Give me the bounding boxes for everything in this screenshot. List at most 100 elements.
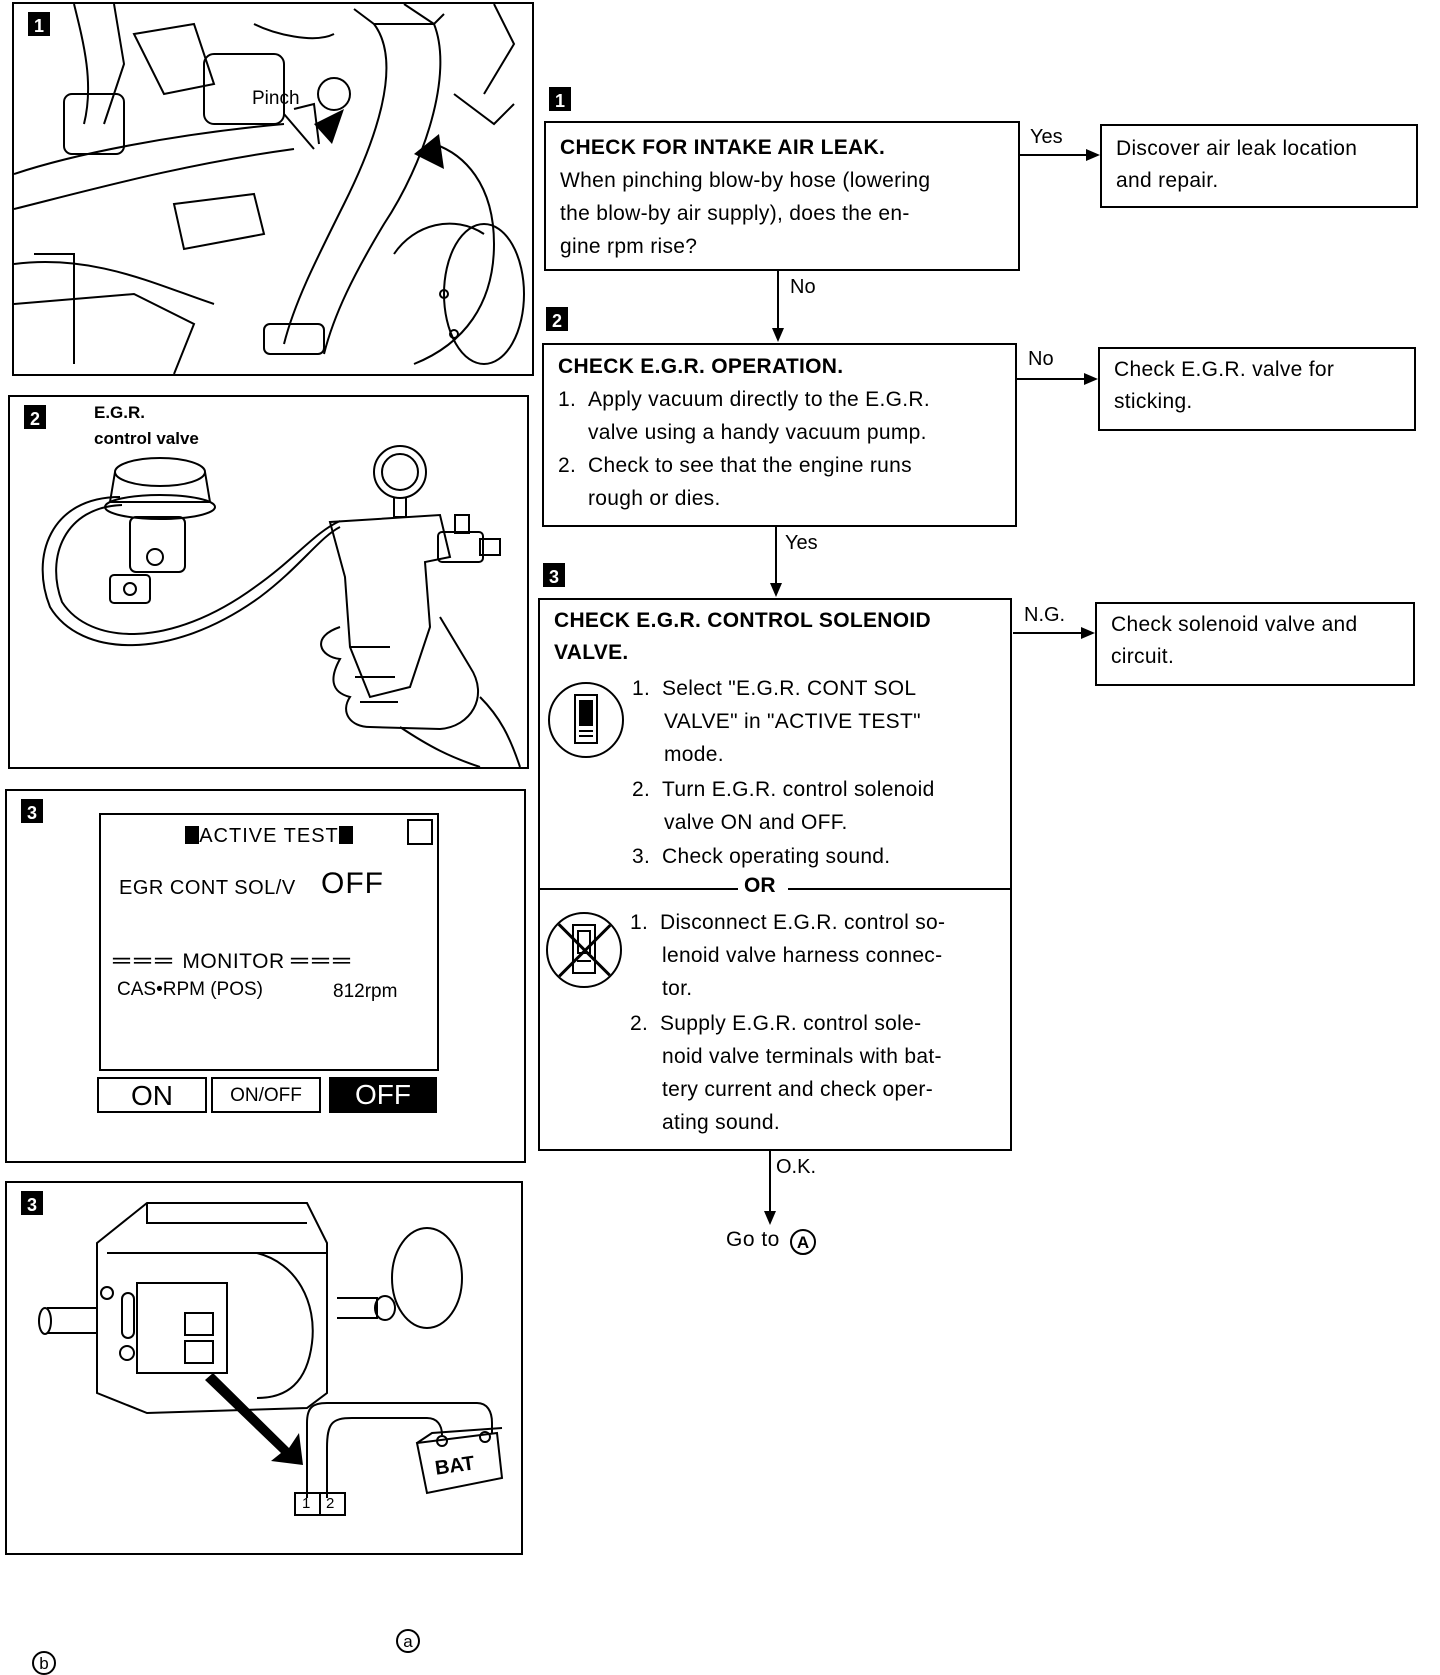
- step-badge: 2: [24, 405, 46, 429]
- step-badge: 3: [21, 1191, 43, 1215]
- illustration-panel-2: 2 E.G.R. control valve: [8, 395, 529, 769]
- egr-op-item2-line2: rough or dies.: [588, 487, 721, 510]
- or-divider-right: [788, 888, 1012, 890]
- title-marker-right: [338, 826, 353, 844]
- box3-ok-label: O.K.: [776, 1156, 817, 1178]
- pinch-label: Pinch: [252, 88, 300, 109]
- or-divider-left: [540, 888, 738, 890]
- egr-op-item2-line1: 2.Check to see that the engine runs: [558, 454, 912, 477]
- box1-no-label: No: [790, 276, 816, 298]
- arrow-ok-3: [764, 1211, 776, 1225]
- egr-valve-label-line1: E.G.R.: [94, 403, 146, 422]
- disconnected-consult-icon: [546, 912, 622, 988]
- box1-yes-label: Yes: [1030, 126, 1063, 148]
- title-marker-left: [185, 826, 200, 844]
- button-row: ON ON/OFF OFF: [97, 1077, 437, 1115]
- monitor-row: ═══ MONITOR ═══: [113, 947, 354, 974]
- part-a-item1-line2: VALVE" in "ACTIVE TEST": [664, 710, 921, 733]
- check-egr-operation-box: CHECK E.G.R. OPERATION. 1.Apply vacuum d…: [542, 343, 1017, 527]
- consult-tool-icon: [548, 682, 624, 758]
- terminal-2-label: 2: [326, 1495, 335, 1512]
- egr-valve-sticking-box: Check E.G.R. valve for sticking.: [1098, 347, 1416, 431]
- on-off-button[interactable]: ON/OFF: [211, 1077, 321, 1113]
- pinch-arrow-1: [314, 109, 344, 144]
- check-solenoid-box: CHECK E.G.R. CONTROL SOLENOID VALVE. 1.S…: [538, 598, 1012, 1151]
- part-a-item1-line3: mode.: [664, 743, 724, 766]
- step-badge: 3: [21, 799, 43, 823]
- arrow-ng-3: [1081, 627, 1095, 639]
- goto-ref-circle: A: [790, 1229, 817, 1255]
- monitor-dashes-right: ═══: [290, 947, 354, 974]
- engine-bay-drawing: [14, 4, 525, 374]
- arrow-yes-2: [770, 583, 782, 597]
- consult-device-key: [579, 730, 593, 732]
- pinch-arrow-2: [414, 134, 444, 169]
- part-a-item3-line1: 3.Check operating sound.: [632, 845, 891, 868]
- consult-screen: ACTIVE TEST EGR CONT SOL/V OFF ═══ MONIT…: [99, 813, 439, 1071]
- part-b-item1-line1: 1.Disconnect E.G.R. control so-: [630, 911, 946, 934]
- part-b-item1-line3: tor.: [662, 977, 693, 1000]
- part-b-item2-line1: 2.Supply E.G.R. control sole-: [630, 1012, 922, 1035]
- check-air-leak-title: CHECK FOR INTAKE AIR LEAK.: [560, 136, 886, 159]
- consult-device-body: [574, 694, 598, 744]
- step-badge: 1: [28, 12, 50, 36]
- test-item-label: EGR CONT SOL/V: [119, 877, 296, 899]
- test-item-value: OFF: [321, 867, 384, 900]
- check-egr-operation-title: CHECK E.G.R. OPERATION.: [558, 355, 844, 378]
- air-leak-repair-line2: and repair.: [1116, 169, 1219, 192]
- solenoid-circuit-line2: circuit.: [1111, 645, 1175, 668]
- solenoid-battery-drawing: [38, 1202, 504, 1516]
- screen-corner-box[interactable]: [407, 819, 433, 845]
- arrow-no-2: [1084, 373, 1098, 385]
- egr-valve-label-line2: control valve: [94, 429, 199, 448]
- consult-device-key: [577, 960, 591, 962]
- check-air-leak-line1: When pinching blow-by hose (lowering: [560, 169, 931, 192]
- flow-step-badge-2: 2: [546, 307, 568, 331]
- box2-yes-label: Yes: [785, 532, 818, 554]
- monitor-dashes-left: ═══: [113, 947, 177, 974]
- box2-no-label: No: [1028, 348, 1054, 370]
- check-air-leak-box: CHECK FOR INTAKE AIR LEAK. When pinching…: [544, 121, 1020, 271]
- vacuum-pump-drawing: [41, 445, 521, 767]
- terminal-1-label: 1: [302, 1495, 311, 1512]
- part-b-item1-line2: lenoid valve harness connec-: [662, 944, 943, 967]
- signal-value: 812rpm: [333, 981, 398, 1002]
- illustration-panel-1: 1 Pinch: [12, 2, 534, 376]
- part-a-item2-line1: 2.Turn E.G.R. control solenoid: [632, 778, 935, 801]
- solenoid-circuit-box: Check solenoid valve and circuit.: [1095, 602, 1415, 686]
- part-b-item2-line4: ating sound.: [662, 1111, 781, 1134]
- part-b-item2-line3: tery current and check oper-: [662, 1078, 934, 1101]
- check-air-leak-line2: the blow-by air supply), does the en-: [560, 202, 910, 225]
- flow-step-badge-1: 1: [549, 87, 571, 111]
- egr-op-item1-line1: 1.Apply vacuum directly to the E.G.R.: [558, 388, 930, 411]
- illustration-panel-4: 3 a b BAT 1 2: [5, 1181, 523, 1675]
- part-b-item2-line2: noid valve terminals with bat-: [662, 1045, 942, 1068]
- air-leak-repair-box: Discover air leak location and repair.: [1100, 124, 1418, 208]
- check-solenoid-title-line1: CHECK E.G.R. CONTROL SOLENOID: [554, 609, 931, 632]
- illustration-panel-3: 3 ACTIVE TEST EGR CONT SOL/V OFF ═══ MON…: [5, 789, 526, 1163]
- part-a-item1-line1: 1.Select "E.G.R. CONT SOL: [632, 677, 917, 700]
- off-button[interactable]: OFF: [329, 1077, 437, 1113]
- consult-device-key: [579, 735, 593, 737]
- port-label-b: b: [32, 1651, 56, 1675]
- or-label: OR: [744, 874, 776, 897]
- check-air-leak-line3: gine rpm rise?: [560, 235, 698, 258]
- signal-label: CAS•RPM (POS): [117, 979, 263, 1000]
- egr-op-item1-line2: valve using a handy vacuum pump.: [588, 421, 927, 444]
- egr-valve-sticking-line1: Check E.G.R. valve for: [1114, 358, 1335, 381]
- consult-device-screen: [579, 700, 593, 726]
- box3-ng-label: N.G.: [1024, 604, 1066, 626]
- flow-step-badge-3: 3: [543, 563, 565, 587]
- arrow-yes-1: [1086, 149, 1100, 161]
- arrow-no-1: [772, 328, 784, 342]
- port-label-a: a: [396, 1629, 420, 1653]
- on-button[interactable]: ON: [97, 1077, 207, 1113]
- air-leak-repair-line1: Discover air leak location: [1116, 137, 1358, 160]
- goto-reference[interactable]: Go to A: [726, 1228, 817, 1255]
- solenoid-circuit-line1: Check solenoid valve and: [1111, 613, 1358, 636]
- check-solenoid-title-line2: VALVE.: [554, 641, 629, 664]
- egr-valve-sticking-line2: sticking.: [1114, 390, 1193, 413]
- goto-label: Go to: [726, 1228, 780, 1251]
- screen-title: ACTIVE TEST: [101, 825, 437, 848]
- part-a-item2-line2: valve ON and OFF.: [664, 811, 848, 834]
